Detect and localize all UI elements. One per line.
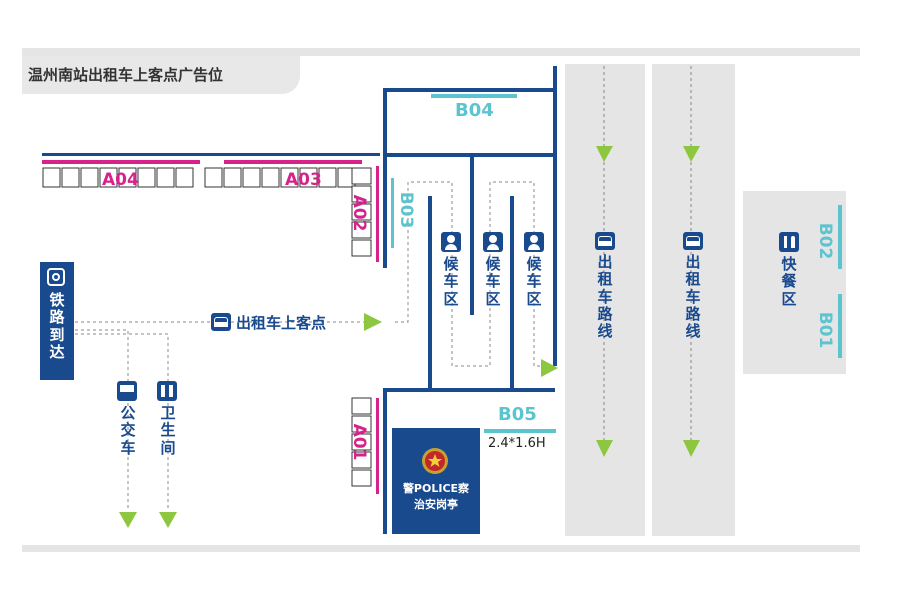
green-arrows [119, 146, 700, 528]
taxi-lane-left [565, 64, 645, 536]
railway-arrival-text: 铁 路 到 达 [49, 291, 65, 361]
slot-label-b02: B02 [815, 222, 835, 260]
queue-boxes-a02 [351, 167, 372, 257]
taxi-pickup-label: 出租车上客点 [236, 314, 327, 332]
magenta-strips [42, 160, 379, 494]
waiting-area-3-label: 候 车 区 [526, 255, 542, 308]
slot-label-b05: B05 [498, 404, 537, 425]
slot-label-a02: A02 [349, 194, 369, 232]
title-tab [22, 56, 300, 94]
slot-label-b04: B04 [455, 100, 494, 121]
bus-icon [117, 381, 137, 401]
fast-food-label: 快 餐 区 [781, 255, 797, 308]
teal-strips [391, 94, 842, 433]
taxi-lane-right-label: 出 租 车 路 线 [685, 253, 701, 340]
waiting-area-2-label: 候 车 区 [485, 255, 501, 308]
toilet-label: 卫 生 间 [160, 404, 176, 457]
people-icon [441, 232, 461, 252]
police-badge-icon [420, 446, 450, 476]
railway-arrival-block [40, 262, 74, 380]
waiting-area-1-label: 候 车 区 [443, 255, 459, 308]
bus-label: 公 交 车 [120, 404, 136, 457]
slot-size-b05: 2.4*1.6H [488, 436, 546, 451]
taxi-icon [211, 313, 231, 331]
train-icon [47, 268, 65, 286]
slot-label-a04: A04 [102, 170, 139, 190]
top-band [22, 48, 860, 56]
queue-boxes-a01 [351, 397, 372, 487]
people-icon [483, 232, 503, 252]
fast-food-area [743, 191, 846, 374]
people-icon [524, 232, 544, 252]
police-label-main: 警POLICE察 [402, 482, 470, 495]
taxi-icon [595, 232, 615, 250]
toilet-icon [157, 381, 177, 401]
taxi-lane-left-label: 出 租 车 路 线 [597, 253, 613, 340]
taxi-icon [683, 232, 703, 250]
queue-boxes-top [42, 167, 356, 188]
page-title: 温州南站出租车上客点广告位 [28, 66, 224, 84]
structure-walls [42, 66, 557, 534]
slot-label-a03: A03 [285, 170, 322, 190]
taxi-lane-right [652, 64, 735, 536]
fork-knife-icon [779, 232, 799, 252]
slot-label-b01: B01 [815, 311, 835, 349]
police-label-sub: 治安岗亭 [414, 498, 458, 511]
slot-label-b03: B03 [396, 191, 416, 229]
bottom-band [22, 545, 860, 552]
slot-label-a01: A01 [349, 423, 369, 461]
